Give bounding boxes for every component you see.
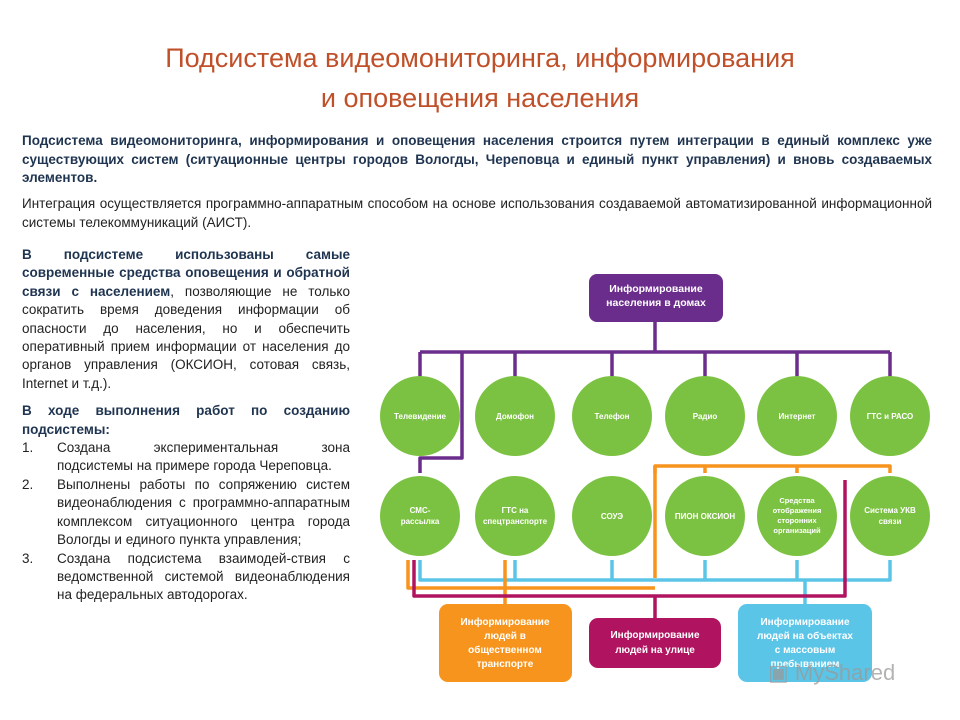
row1-circles: Телевидение Домофон Телефон Радио Интерн… [380, 376, 930, 456]
bottom-box-mass-gathering: Информирование людей на объектах с массо… [738, 604, 872, 682]
circle-telephone: Телефон [572, 376, 652, 456]
list-item-text: Создана подсистема взаимодей-ствия с вед… [57, 550, 350, 603]
circle-label: Телефон [595, 412, 630, 421]
bottom-box-line: людей в [484, 631, 526, 642]
circle-label: отображения [773, 506, 822, 515]
row2-circles: СМС- рассылка ГТС на спецтранспорте СОУЭ… [380, 476, 930, 556]
circle-third-party-displays: Средства отображения сторонних организац… [757, 476, 837, 556]
circle-label: Интернет [779, 412, 816, 421]
top-box-line: Информирование [609, 283, 703, 295]
circle-label: сторонних [777, 516, 817, 525]
connector-cyan [418, 560, 892, 604]
bottom-box-line: Информирование [460, 616, 549, 628]
circle-radio: Радио [665, 376, 745, 456]
circle-label: связи [879, 517, 902, 526]
list-item: 1. Создана экспериментальная зона подсист… [22, 439, 350, 476]
circle-label: Телевидение [394, 412, 446, 421]
circle-gts-raso: ГТС и РАСО [850, 376, 930, 456]
circle-television: Телевидение [380, 376, 460, 456]
circle-label: ПИОН ОКСИОН [675, 512, 735, 521]
lead-paragraph: В подсистеме использованы самые современ… [22, 246, 350, 393]
integration-paragraph: Интеграция осуществляется программно-апп… [22, 196, 932, 230]
watermark-logo: ▣ MyShared [768, 660, 895, 686]
circle-label: ГТС на [502, 506, 529, 515]
connector-purple [418, 322, 892, 378]
circle-internet: Интернет [757, 376, 837, 456]
circle-label: Средства [779, 496, 815, 505]
bottom-box-street: Информирование людей на улице [589, 618, 721, 668]
list-item-number: 3. [22, 550, 34, 566]
bottom-box-line: людей на улице [615, 645, 695, 656]
list-item-number: 2. [22, 476, 34, 492]
circle-intercom: Домофон [475, 376, 555, 456]
bottom-box-line: общественном [468, 644, 542, 656]
lead-bold: В подсистеме использованы самые современ… [22, 247, 350, 299]
bottom-box-line: пребыванием [771, 658, 840, 670]
title-line-2: и оповещения населения [320, 83, 640, 113]
bottom-box-line: транспорте [477, 659, 534, 670]
bottom-box-public-transport: Информирование людей в общественном тран… [439, 604, 572, 682]
bottom-box-line: Информирование [760, 616, 849, 628]
circle-pion-oksion: ПИОН ОКСИОН [665, 476, 745, 556]
watermark-icon: ▣ [768, 660, 789, 685]
circle-sms: СМС- рассылка [380, 476, 460, 556]
bottom-box-line: Информирование [610, 629, 699, 641]
circle-label: спецтранспорте [483, 517, 548, 526]
works-heading: В ходе выполнения работ по созданию подс… [22, 403, 350, 437]
bottom-box-line: людей на объектах [757, 630, 853, 642]
circle-gts-special-transport: ГТС на спецтранспорте [475, 476, 555, 556]
circle-label: Система УКВ [864, 506, 916, 515]
list-item: 2. Выполнены работы по сопряжению систем … [22, 476, 350, 550]
circle-label: рассылка [401, 517, 440, 526]
circle-soue: СОУЭ [572, 476, 652, 556]
works-list: 1. Создана экспериментальная зона подсист… [22, 439, 350, 605]
circle-label: СОУЭ [601, 512, 623, 521]
list-item-text: Создана экспериментальная зона подсистем… [57, 440, 350, 474]
watermark-text: MyShared [794, 660, 896, 685]
connector-purple-left [418, 352, 464, 473]
circle-label: ГТС и РАСО [867, 412, 914, 421]
connector-orange [653, 464, 892, 473]
list-item-number: 1. [22, 440, 34, 456]
circle-label: организаций [773, 526, 821, 535]
connector-lines [406, 322, 892, 618]
left-column: В подсистеме использованы самые современ… [22, 246, 350, 605]
top-box-line: населения в домах [606, 297, 706, 309]
page-title: Подсистема видеомониторинга, информирова… [60, 38, 900, 118]
circle-label: СМС- [410, 506, 431, 515]
top-box-informing-homes: Информирование населения в домах [589, 274, 723, 322]
list-item: 3. Создана подсистема взаимодей-ствия с в… [22, 550, 350, 605]
connector-magenta [412, 480, 847, 618]
circle-label: Домофон [496, 412, 534, 421]
intro-paragraph: Подсистема видеомониторинга, информирова… [22, 133, 932, 185]
bottom-box-line: с массовым [775, 645, 835, 656]
lead-rest: , позволяющие не только сократить время … [22, 283, 350, 391]
title-line-1: Подсистема видеомониторинга, информирова… [165, 43, 795, 73]
circle-ukv-radio: Система УКВ связи [850, 476, 930, 556]
circle-label: Радио [693, 412, 718, 421]
list-item-text: Выполнены работы по сопряжению систем ви… [57, 476, 350, 548]
